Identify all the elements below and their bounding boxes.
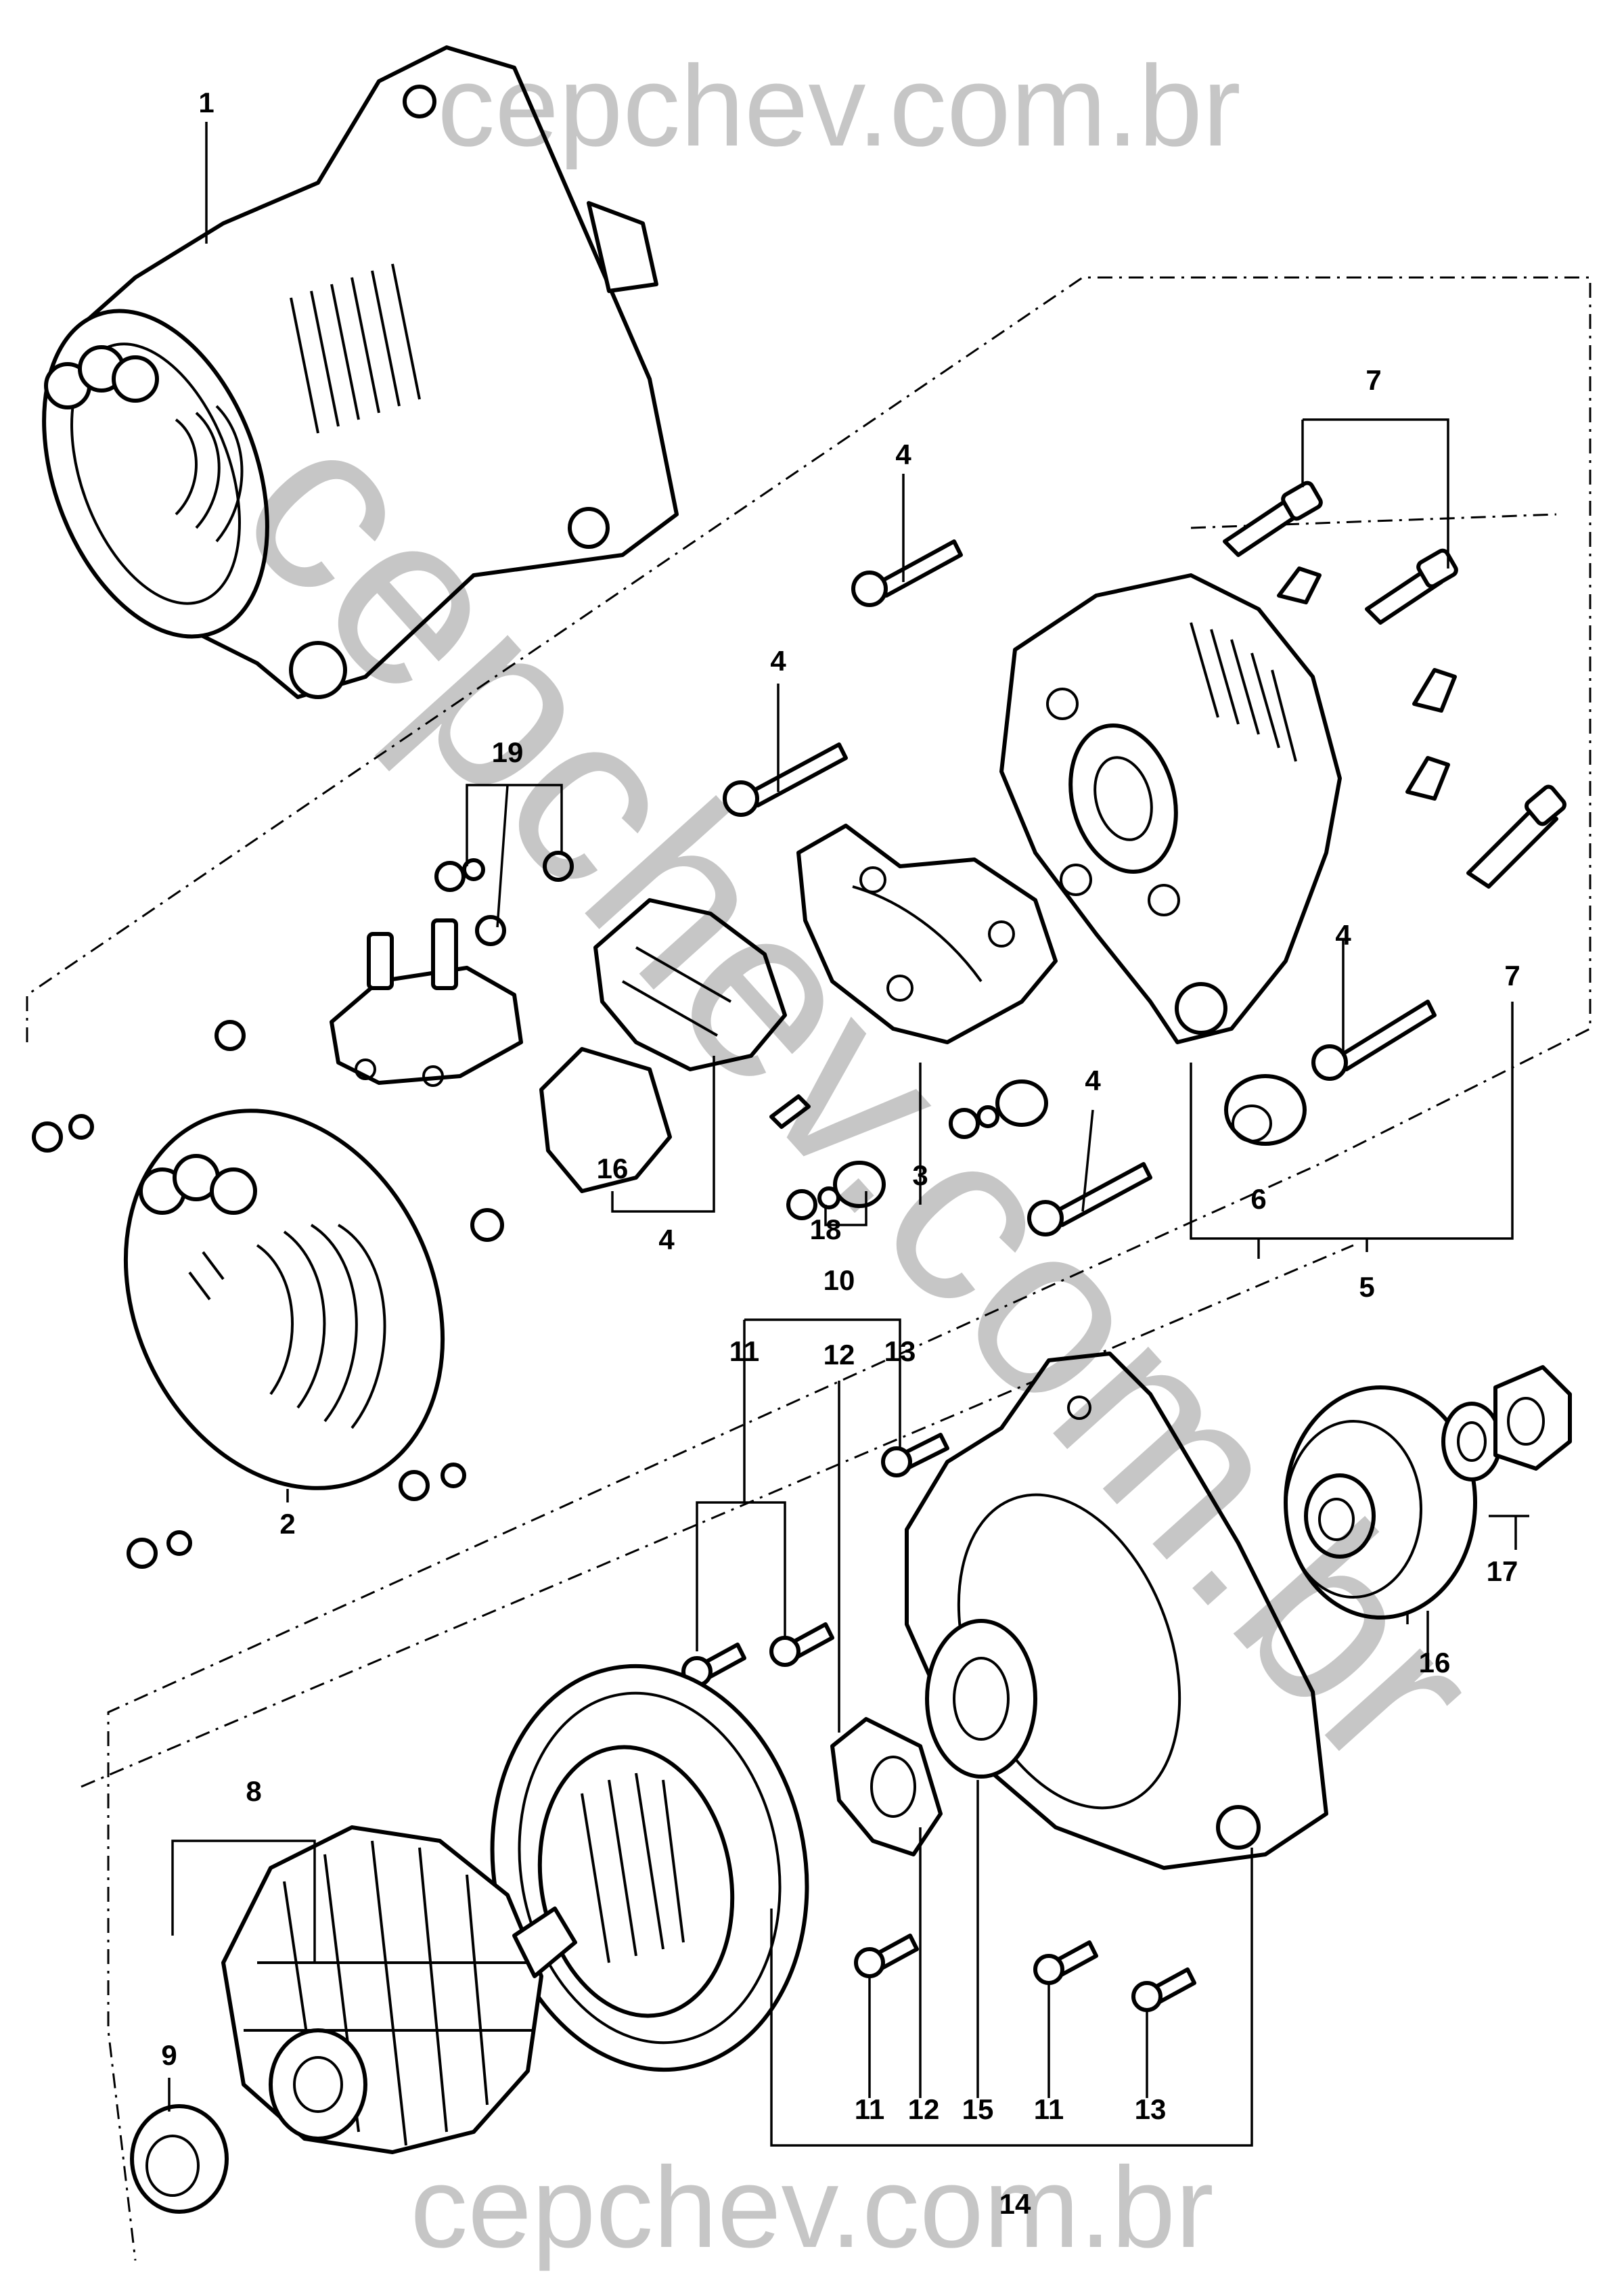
callout-11-top: 11 <box>729 1335 759 1367</box>
drive-end-housing-14 <box>905 1352 1328 1870</box>
callout-2: 2 <box>279 1508 295 1540</box>
stator <box>490 1664 809 2072</box>
rectifier-plate-3 <box>796 824 1058 1044</box>
nuts-and-washers <box>32 851 1048 1569</box>
callout-16-brush: 16 <box>597 1153 629 1184</box>
rotor-8 <box>221 1825 577 2154</box>
retainer-plate-12 <box>830 1717 943 1856</box>
bushing-6 <box>1224 1074 1307 1146</box>
callout-6: 6 <box>1250 1183 1266 1215</box>
callout-4-right: 4 <box>1335 919 1351 951</box>
watermark-bottom: cepchev.com.br <box>410 2143 1213 2272</box>
callout-5: 5 <box>1359 1271 1374 1303</box>
callout-19: 19 <box>492 736 524 768</box>
callout-7-right: 7 <box>1504 960 1520 991</box>
callout-11-bottom-left: 11 <box>855 2093 884 2125</box>
callout-8: 8 <box>246 1775 261 1807</box>
callout-16-pulley: 16 <box>1419 1647 1451 1678</box>
watermark-top: cepchev.com.br <box>437 42 1240 171</box>
assembly-boundary-lines <box>26 276 1592 2261</box>
callout-11-bottom-right: 11 <box>1034 2093 1064 2125</box>
callout-12-bottom: 12 <box>908 2093 940 2125</box>
callout-4-brush: 4 <box>658 1224 675 1255</box>
terminal-block-19 <box>330 918 523 1087</box>
long-bolts-4 <box>723 539 1437 1236</box>
bearing-9 <box>130 2104 229 2214</box>
callout-3: 3 <box>912 1159 928 1191</box>
callout-14: 14 <box>999 2188 1031 2220</box>
callout-13-bottom: 13 <box>1135 2093 1167 2125</box>
leader-lines <box>168 122 1529 2147</box>
callout-1: 1 <box>198 87 214 118</box>
rear-housing-5 <box>999 573 1342 1044</box>
callout-15: 15 <box>962 2093 994 2125</box>
rear-cover-2 <box>123 1109 445 1490</box>
washer-nut-17 <box>1441 1365 1572 1481</box>
callout-4-top: 4 <box>895 439 911 470</box>
callout-18: 18 <box>810 1213 842 1245</box>
callout-7-top: 7 <box>1366 364 1381 396</box>
brush-holder-assembly <box>539 898 787 1193</box>
bolts-7 <box>1223 481 1566 889</box>
alternator-assembly-1 <box>42 45 679 699</box>
callout-4-mid: 4 <box>770 645 786 677</box>
callout-9: 9 <box>161 2039 177 2071</box>
callout-17: 17 <box>1487 1555 1518 1587</box>
pulley-16 <box>1284 1385 1477 1620</box>
callout-12-top: 12 <box>824 1339 855 1370</box>
callout-10: 10 <box>824 1264 855 1296</box>
callout-13-top: 13 <box>884 1335 916 1367</box>
callouts: 1 7 4 4 19 4 7 4 16 4 3 18 6 5 10 11 12 … <box>161 87 1520 2220</box>
callout-4-lower: 4 <box>1085 1065 1101 1096</box>
